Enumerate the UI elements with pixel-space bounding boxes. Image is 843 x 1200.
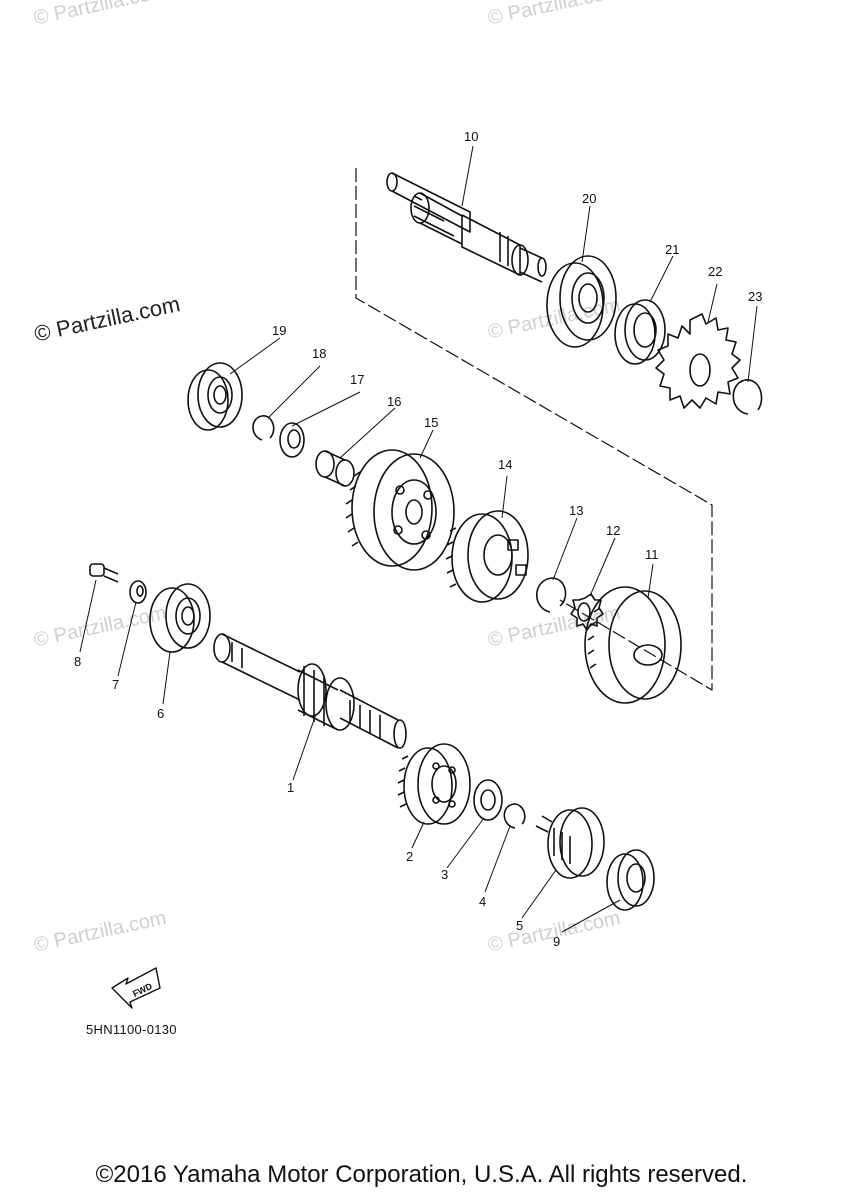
callout-3: 3 (441, 867, 448, 882)
callout-13: 13 (569, 503, 583, 518)
callout-12: 12 (606, 523, 620, 538)
callout-19: 19 (272, 323, 286, 338)
part-20-bearing[interactable] (546, 255, 617, 348)
part-5-gear[interactable] (535, 807, 605, 879)
callout-8: 8 (74, 654, 81, 669)
callout-7: 7 (112, 677, 119, 692)
leader-lines (79, 145, 758, 933)
callout-10: 10 (464, 129, 478, 144)
callout-5: 5 (516, 918, 523, 933)
part-14-gear[interactable] (445, 510, 529, 603)
part-22-drive-sprocket[interactable] (655, 313, 741, 409)
part-1-main-axle[interactable] (213, 633, 407, 749)
callout-4: 4 (479, 894, 486, 909)
part-15-gear[interactable] (345, 449, 455, 571)
callout-23: 23 (748, 289, 762, 304)
callout-9: 9 (553, 934, 560, 949)
fwd-arrow-icon: FWD (111, 967, 161, 1009)
callout-11: 11 (645, 547, 659, 562)
part-16-collar[interactable] (315, 450, 355, 487)
callout-14: 14 (498, 457, 512, 472)
callout-1: 1 (287, 780, 294, 795)
part-2-gear[interactable] (397, 743, 471, 825)
callout-18: 18 (312, 346, 326, 361)
part-17-washer[interactable] (279, 422, 305, 458)
part-8-bolt[interactable] (89, 563, 119, 583)
group-outline (355, 168, 713, 691)
diagram-code: 5HN1100-0130 (86, 1022, 177, 1037)
part-4-circlip[interactable] (503, 803, 526, 829)
callout-15: 15 (424, 415, 438, 430)
part-18-circlip[interactable] (252, 415, 275, 441)
callout-21: 21 (665, 242, 679, 257)
part-3-lock-washer[interactable] (473, 779, 503, 821)
part-21-oil-seal[interactable] (614, 299, 666, 365)
callout-2: 2 (406, 849, 413, 864)
part-13-circlip[interactable] (536, 577, 567, 613)
part-19-bearing[interactable] (187, 362, 243, 431)
part-11-gear[interactable] (584, 586, 682, 704)
part-23-circlip[interactable] (732, 379, 763, 415)
callout-22: 22 (708, 264, 722, 279)
part-10-drive-axle[interactable] (386, 172, 547, 283)
part-6-bearing[interactable] (149, 583, 211, 653)
callout-16: 16 (387, 394, 401, 409)
part-9-bearing[interactable] (606, 849, 655, 911)
callout-17: 17 (350, 372, 364, 387)
part-7-washer[interactable] (129, 580, 147, 604)
callout-numbers: 10 20 21 22 23 19 18 17 16 15 14 13 12 1… (74, 129, 762, 949)
callout-6: 6 (157, 706, 164, 721)
callout-20: 20 (582, 191, 596, 206)
copyright-notice: ©2016 Yamaha Motor Corporation, U.S.A. A… (95, 1161, 748, 1188)
